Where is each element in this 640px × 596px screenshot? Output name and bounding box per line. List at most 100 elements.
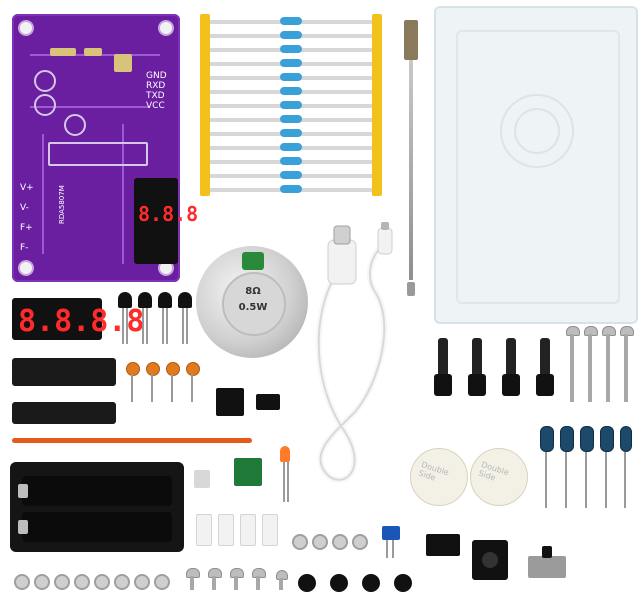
nut [292, 534, 308, 550]
speaker-terminal [242, 252, 264, 270]
resistor [280, 31, 302, 39]
screw-shank [256, 576, 260, 590]
capacitor-footprint [64, 114, 86, 136]
screw-shank [212, 576, 216, 590]
resistor [280, 129, 302, 137]
seven-seg-display [12, 298, 102, 340]
battery-slot [22, 512, 172, 542]
resistor [280, 17, 302, 25]
case-cutout [500, 94, 574, 168]
resistor [280, 101, 302, 109]
pcb-trace [122, 124, 124, 264]
battery-spring [18, 484, 28, 498]
speaker-power: 0.5W [238, 302, 268, 313]
pcb-display-digits: 8.8.8 [138, 202, 199, 226]
small-black-module [426, 534, 460, 556]
standoff [240, 514, 256, 546]
pcb-label-vcc: VCC [146, 101, 165, 111]
capacitor-leg [585, 452, 587, 508]
antenna-base [404, 20, 418, 60]
nut [332, 534, 348, 550]
nut [114, 574, 130, 590]
pot-shaft [506, 338, 516, 378]
header-strip [12, 358, 116, 386]
capacitor-leg [565, 452, 567, 508]
transistor [158, 292, 172, 308]
nut [134, 574, 150, 590]
transistor-leg [122, 308, 124, 344]
case-inner-edge [456, 30, 620, 304]
ceramic-capacitor [186, 362, 200, 376]
screw-shank [279, 578, 283, 590]
transistor-group [116, 292, 196, 352]
nut [34, 574, 50, 590]
case-cutout-inner [514, 108, 560, 154]
screw-shank [234, 576, 238, 590]
led-orange [280, 446, 290, 462]
resistor [280, 45, 302, 53]
nut [312, 534, 328, 550]
wire-orange [12, 438, 252, 443]
capacitor-footprint [34, 70, 56, 92]
potentiometer [434, 374, 452, 396]
screw-shank [190, 576, 194, 590]
nut [14, 574, 30, 590]
ic-chip [12, 402, 116, 424]
pcb-label-rxd: RXD [146, 81, 166, 91]
capacitor-leg [171, 374, 173, 402]
transistor [118, 292, 132, 308]
speaker: 8Ω 0.5W [196, 246, 308, 358]
transistor [178, 292, 192, 308]
pcb-label-txd: TXD [146, 91, 165, 101]
soic-chip [256, 394, 280, 410]
audio-jack-hole [482, 552, 498, 568]
resistor [280, 73, 302, 81]
knob [330, 574, 348, 592]
potentiometer [502, 374, 520, 396]
knob [298, 574, 316, 592]
double-side-tape: Double Side [410, 448, 468, 506]
pcb-label-v-plus: V+ [20, 183, 34, 193]
pcb-board: GND RXD TXD VCC V+ V- F+ F- RDA5807M 8.8… [12, 14, 198, 282]
standoff [218, 514, 234, 546]
antenna-rod [409, 60, 413, 280]
transistor [138, 292, 152, 308]
resistor [280, 115, 302, 123]
acrylic-case [434, 6, 638, 324]
standoff [262, 514, 278, 546]
component-pad [84, 48, 102, 56]
mounting-hole [18, 260, 34, 276]
standoff [196, 514, 212, 546]
resistor [280, 59, 302, 67]
led-leg [287, 462, 289, 502]
capacitor-footprint [34, 94, 56, 116]
pcb-trace [42, 134, 44, 254]
resistor [280, 143, 302, 151]
battery-holder [10, 462, 184, 552]
pot-shaft [438, 338, 448, 378]
ic-socket [216, 388, 244, 416]
screw-shank [588, 334, 592, 402]
nut [74, 574, 90, 590]
resistor-strip [198, 10, 384, 200]
transistor-leg [166, 308, 168, 344]
potentiometer [536, 374, 554, 396]
ceramic-capacitor [146, 362, 160, 376]
capacitor-leg [545, 452, 547, 508]
component-pad [114, 54, 132, 72]
slide-switch-knob [542, 546, 552, 558]
trimmer-leg [386, 540, 388, 558]
knob [394, 574, 412, 592]
speaker-impedance: 8Ω [245, 286, 261, 297]
double-side-tape: Double Side [470, 448, 528, 506]
electrolytic-capacitor [580, 426, 594, 452]
mounting-hole [18, 20, 34, 36]
capacitor-leg [131, 374, 133, 402]
pot-shaft [472, 338, 482, 378]
mounting-hole [158, 20, 174, 36]
resistor [280, 157, 302, 165]
pcb-trace [30, 106, 150, 108]
capacitor-leg [151, 374, 153, 402]
tape-label: Double Side [477, 460, 510, 483]
telescopic-antenna [402, 20, 420, 302]
